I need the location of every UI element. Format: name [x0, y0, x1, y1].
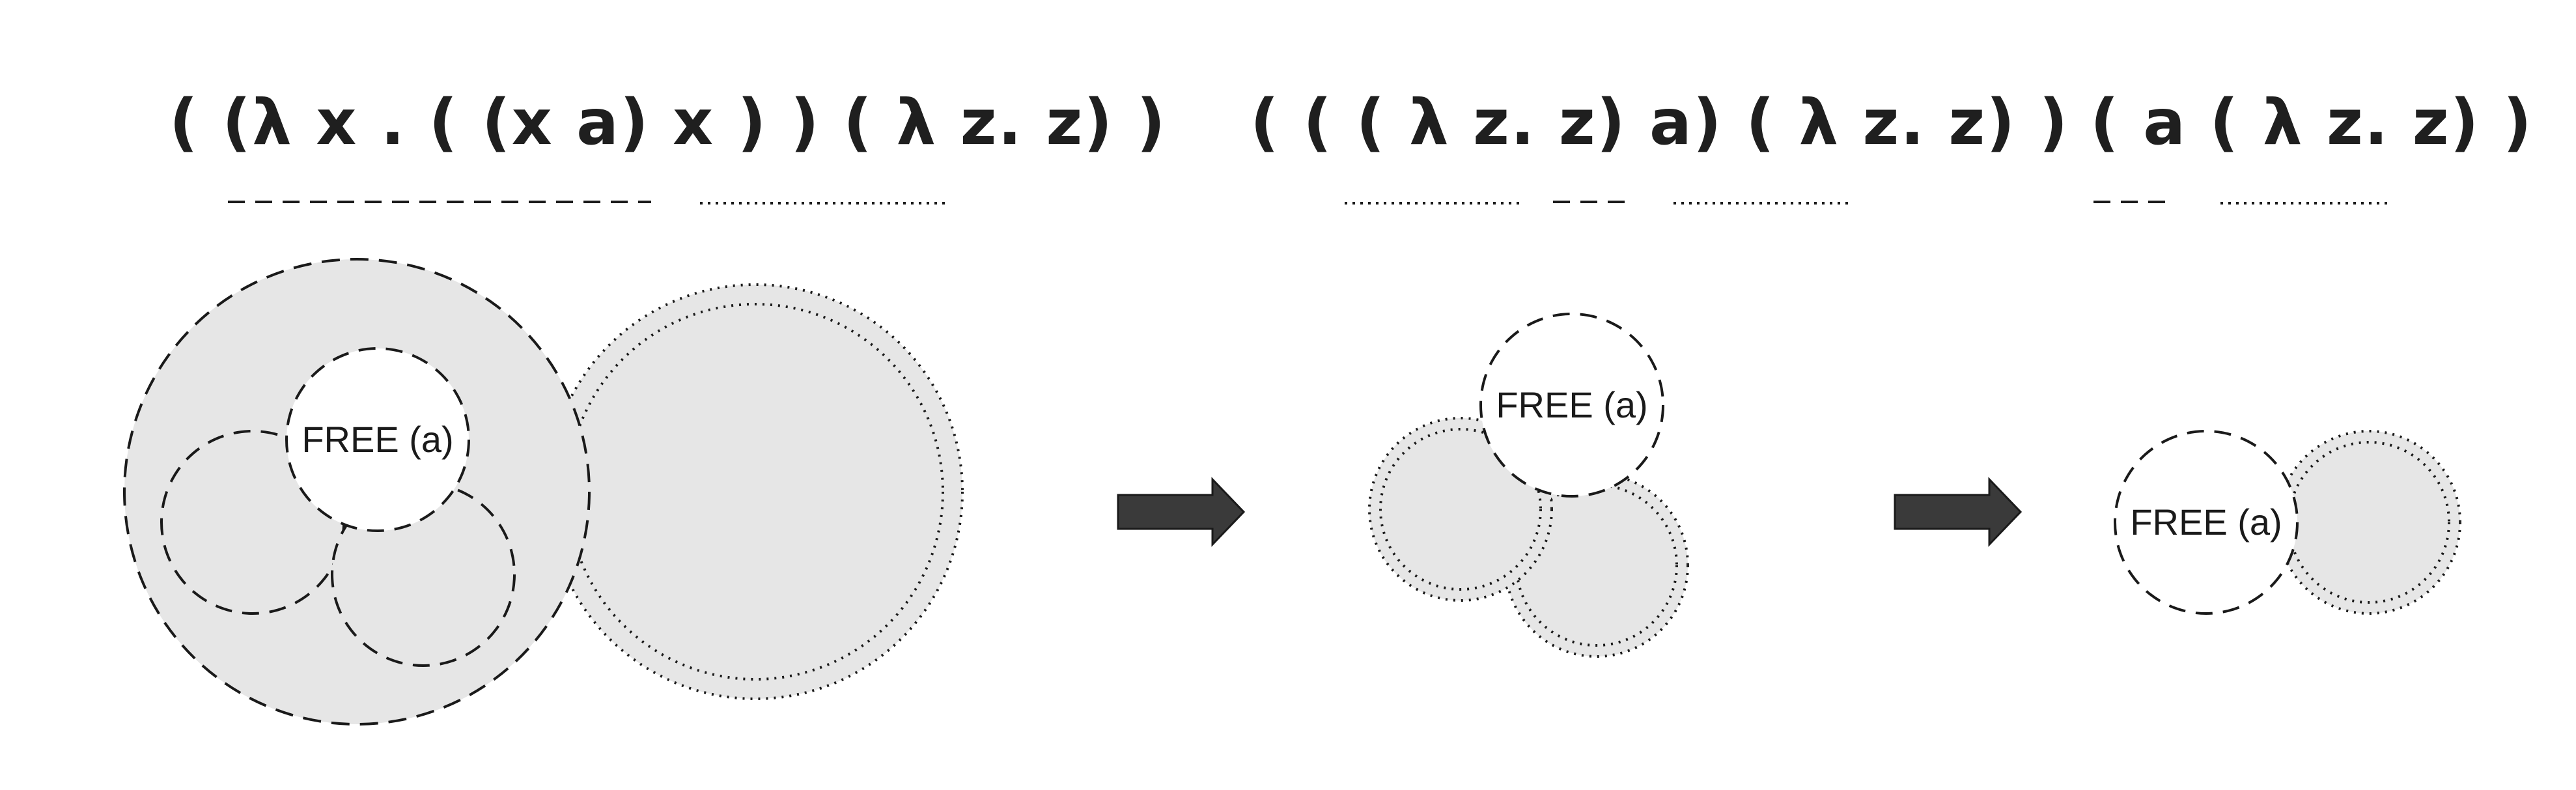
expression-step-2: ( ( ( λ z. z) a) ( λ z. z) )	[1250, 77, 2069, 168]
expression-step-3: ( a ( λ z. z) )	[2090, 77, 2533, 168]
lambda-z-bubble-inner	[567, 303, 944, 681]
free-a-label: FREE (a)	[301, 419, 453, 460]
free-a-bubble	[285, 347, 470, 532]
expression-text: ( ( ( λ z. z) a) ( λ z. z) )	[1250, 86, 2069, 159]
lambda-z-bubble-outer	[2276, 430, 2461, 615]
right-arrow-icon	[1894, 477, 2023, 547]
right-arrow-icon	[1117, 477, 1246, 547]
free-a-bubble	[2114, 430, 2299, 615]
diagram-step-1: FREE (a)	[123, 258, 964, 726]
lambda-z-bubble-left-inner	[1379, 428, 1542, 591]
diagram-step-2: FREE (a)	[1368, 313, 1689, 658]
expression-text: ( (λ x . ( (x a) x ) ) ( λ z. z) )	[169, 86, 1167, 159]
underline-markers	[228, 201, 2390, 205]
free-a-label: FREE (a)	[2130, 501, 2282, 543]
diagram-step-3: FREE (a)	[2114, 430, 2461, 615]
expression-step-1: ( (λ x . ( (x a) x ) ) ( λ z. z) )	[169, 77, 1166, 168]
free-a-bubble	[1479, 313, 1664, 498]
lambda-z-bubble-outer	[547, 283, 964, 700]
expression-text: ( a ( λ z. z) )	[2090, 86, 2533, 159]
free-a-label: FREE (a)	[1496, 384, 1647, 425]
